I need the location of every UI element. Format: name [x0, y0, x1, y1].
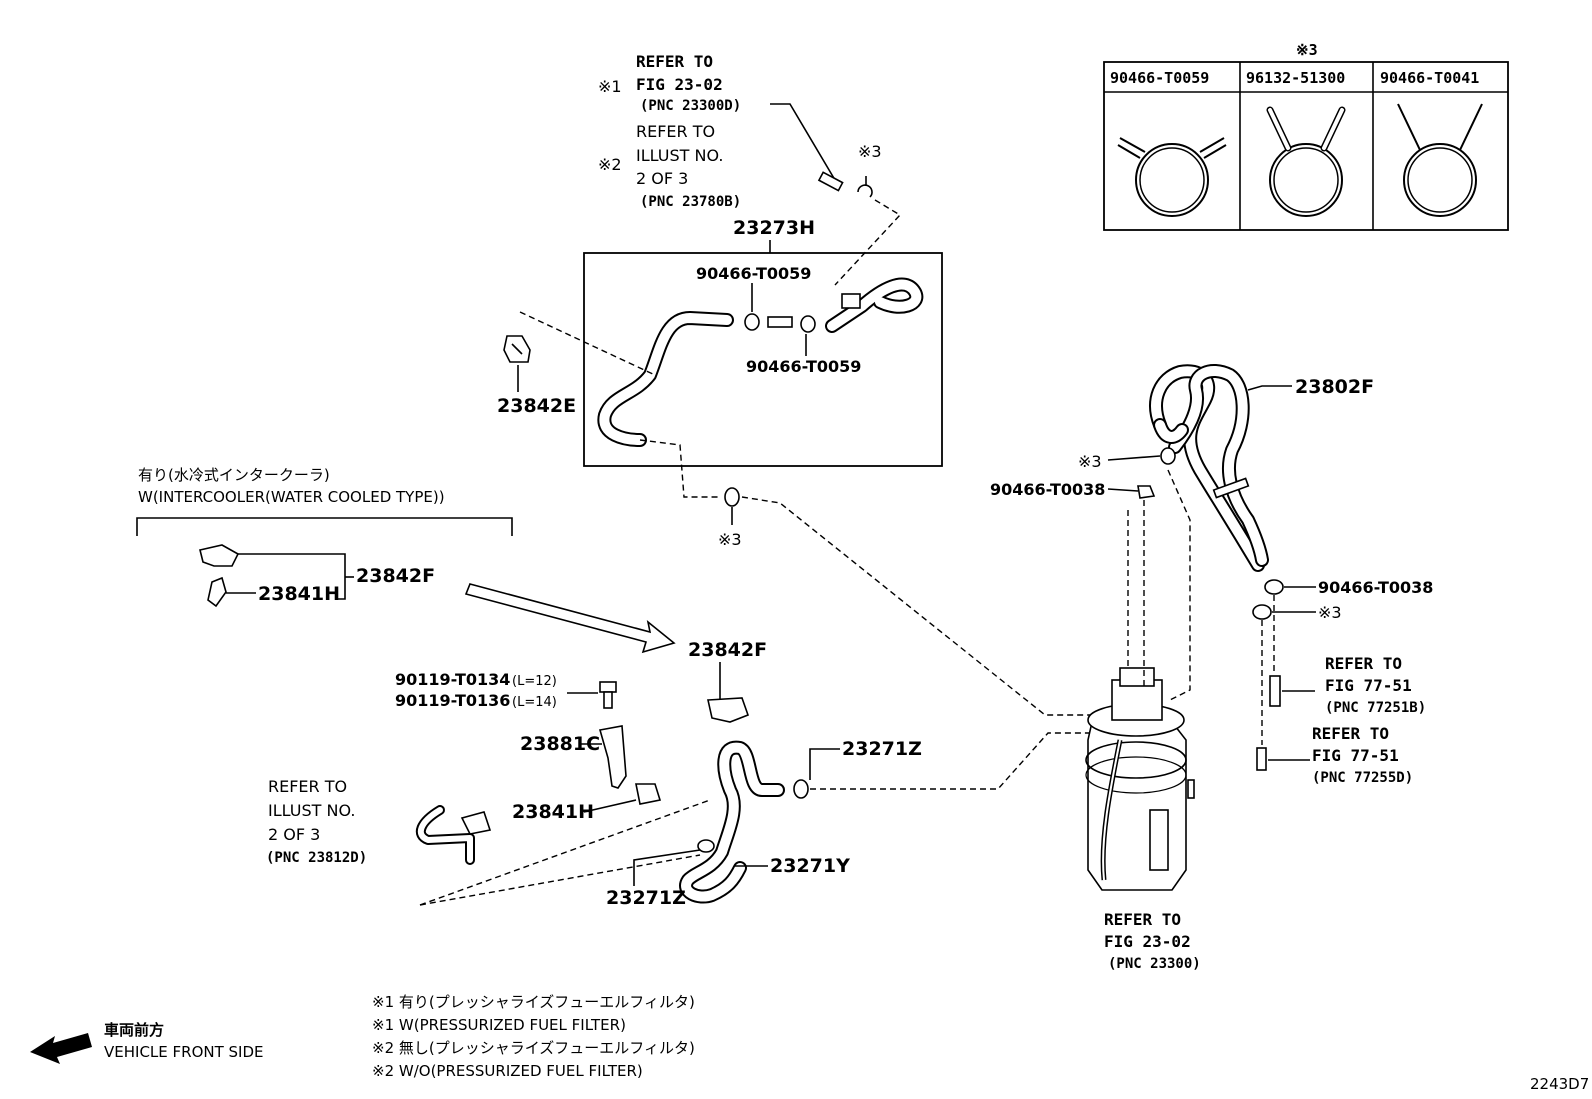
part-label-clamp-4: 90466-T0038: [1318, 578, 1433, 597]
bolt-1-length: (L=12): [512, 674, 557, 689]
part-label-bolt-1: 90119-T0134: [395, 670, 510, 689]
top-pnc-text: (PNC 23300D): [640, 98, 741, 114]
clamp-table-header-2: 96132-51300: [1246, 69, 1345, 87]
intercooler-en: W(INTERCOOLER(WATER COOLED TYPE)): [138, 488, 445, 506]
part-label-23842e: 23842E: [497, 395, 576, 417]
part-label-clamp-3: 90466-T0038: [990, 480, 1105, 499]
hose-assy-23273h: 23273H 90466-T0059 90466-T0059: [519, 217, 943, 498]
footnotes: ※1 有り(プレッシャライズフューエルフィルタ) ※1 W(PRESSURIZE…: [372, 993, 695, 1080]
bracket-23842e: 23842E: [497, 335, 576, 417]
part-label-clamp-2: 90466-T0059: [746, 357, 861, 376]
intercooler-jp: 有り(水冷式インタークーラ): [138, 466, 330, 484]
top-refer-text: REFER TO: [636, 52, 713, 71]
note-line: ※1 W(PRESSURIZED FUEL FILTER): [372, 1016, 626, 1034]
note-line: ※2 W/O(PRESSURIZED FUEL FILTER): [372, 1062, 643, 1080]
lower-bracket-group: 23842F 90119-T0134 (L=12) 90119-T0136 (L…: [395, 639, 1098, 909]
mark-2: ※2: [598, 155, 622, 174]
clamp-table-header-1: 90466-T0059: [1110, 69, 1209, 87]
front-en: VEHICLE FRONT SIDE: [104, 1043, 264, 1061]
left-reference: REFER TO ILLUST NO. 2 OF 3 (PNC 23812D): [266, 777, 492, 866]
mark-1: ※1: [598, 77, 622, 96]
mark-3-top: ※3: [858, 142, 882, 161]
bolt-2-length: (L=14): [512, 695, 557, 710]
part-label-23271z-upper: 23271Z: [842, 738, 922, 760]
note-line: ※1 有り(プレッシャライズフューエルフィルタ): [372, 993, 695, 1011]
part-label-23802f: 23802F: [1295, 376, 1374, 398]
top-fig-text: FIG 23-02: [636, 75, 723, 94]
vehicle-front-indicator: 車両前方 VEHICLE FRONT SIDE: [30, 1021, 264, 1064]
part-label-23273h: 23273H: [733, 217, 815, 239]
clamp-table: ※3 90466-T0059 96132-51300 90466-T0041: [1103, 41, 1509, 231]
part-label-23881c: 23881C: [520, 733, 600, 755]
top-pnc2-text: (PNC 23780B): [640, 194, 741, 210]
band-clamp-icon: [1117, 137, 1227, 217]
r2-refer-text: REFER TO: [1312, 724, 1389, 743]
clamp-table-header-3: 90466-T0041: [1380, 69, 1479, 87]
filter-refer-text: REFER TO: [1104, 910, 1181, 929]
wire-clamp-icon: [1397, 103, 1483, 217]
top-reference: REFER TO ※1 FIG 23-02 (PNC 23300D) REFER…: [598, 52, 902, 286]
bolt-icon: [599, 681, 617, 709]
filter-fig-text: FIG 23-02: [1104, 932, 1191, 951]
r1-fig-text: FIG 77-51: [1325, 676, 1412, 695]
top-illust-text: ILLUST NO.: [636, 146, 723, 165]
r1-pnc-text: (PNC 77251B): [1325, 700, 1426, 716]
clamp-icon: [697, 839, 715, 853]
left-pnc-text: (PNC 23812D): [266, 850, 367, 866]
clamp-icon: [744, 313, 816, 333]
mark-3-right-upper: ※3: [1078, 452, 1102, 471]
r1-refer-text: REFER TO: [1325, 654, 1402, 673]
part-label-bolt-2: 90119-T0136: [395, 691, 510, 710]
left-illust-text: ILLUST NO.: [268, 801, 355, 820]
note-line: ※2 無し(プレッシャライズフューエルフィルタ): [372, 1039, 695, 1057]
clamp-table-title: ※3: [1296, 41, 1318, 59]
r2-pnc-text: (PNC 77255D): [1312, 770, 1413, 786]
hose-23802f: 23802F ※3 90466-T0038 90466-T0038 ※3 REF…: [990, 364, 1433, 786]
part-label-23271z-lower: 23271Z: [606, 887, 686, 909]
intercooler-block: 有り(水冷式インタークーラ) W(INTERCOOLER(WATER COOLE…: [136, 466, 676, 654]
part-label-23842f-top: 23842F: [356, 565, 435, 587]
part-label-23841h-top: 23841H: [258, 583, 340, 605]
fuel-filter: REFER TO FIG 23-02 (PNC 23300): [1085, 469, 1201, 972]
r2-fig-text: FIG 77-51: [1312, 746, 1399, 765]
part-label-23271y: 23271Y: [770, 855, 850, 877]
wire-clamp-icon: [1266, 106, 1346, 217]
top-of-text: 2 OF 3: [636, 169, 688, 188]
left-of-text: 2 OF 3: [268, 825, 320, 844]
arrow-left-icon: [30, 1033, 92, 1064]
mark-3-right-lower: ※3: [1318, 603, 1342, 622]
mark-3-box: ※3: [718, 530, 742, 549]
part-label-clamp-1: 90466-T0059: [696, 264, 811, 283]
part-label-23842f-lower: 23842F: [688, 639, 767, 661]
filter-pnc-text: (PNC 23300): [1108, 956, 1201, 972]
clamp-icon: ※3: [718, 487, 742, 549]
part-label-23841h-lower: 23841H: [512, 801, 594, 823]
top-refer2-text: REFER TO: [636, 122, 715, 141]
front-jp: 車両前方: [104, 1021, 164, 1039]
clamp-icon: [793, 779, 809, 799]
illustration-id: 2243D7: [1530, 1075, 1589, 1093]
left-refer-text: REFER TO: [268, 777, 347, 796]
